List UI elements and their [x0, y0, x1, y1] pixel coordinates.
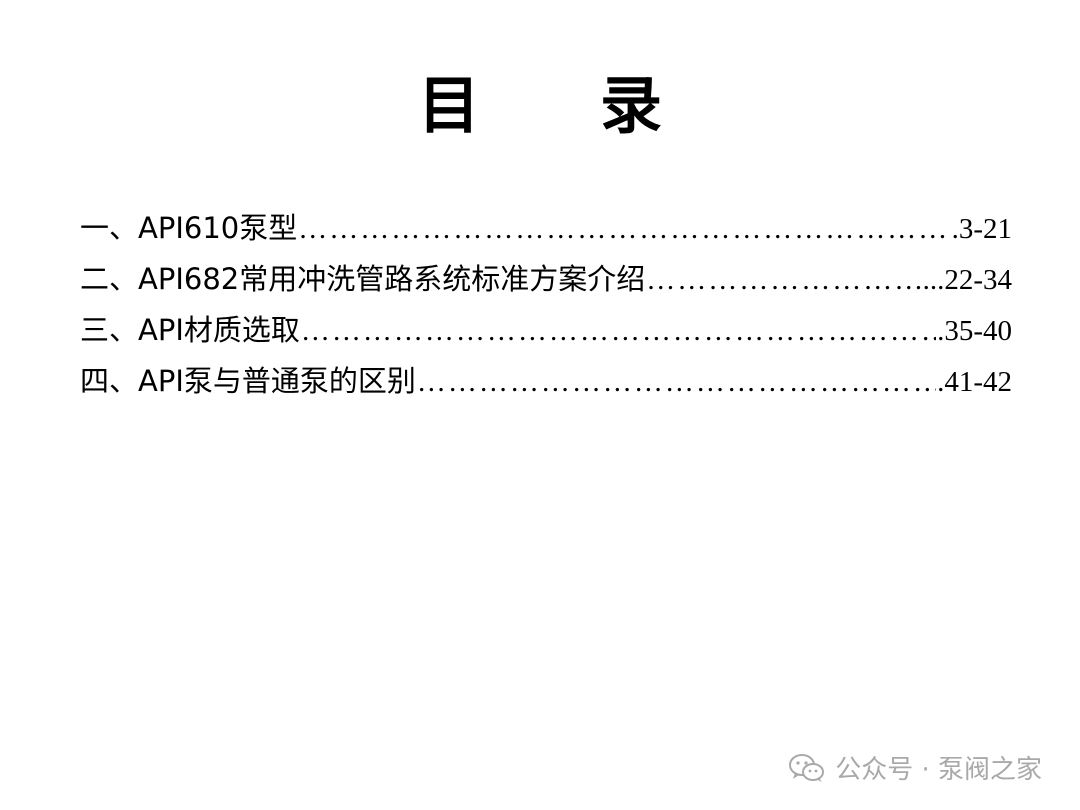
- watermark: 公众号 · 泵阀之家: [789, 749, 1042, 786]
- toc-entry-label: 三、API材质选取: [80, 313, 300, 347]
- toc-entry[interactable]: 一、API610泵型 .3-21: [80, 204, 1012, 255]
- title-char-1: 目: [417, 69, 480, 142]
- toc-entry[interactable]: 四、API泵与普通泵的区别 .41-42: [80, 357, 1012, 408]
- toc-leader-dots: [301, 307, 936, 355]
- table-of-contents: 一、API610泵型 .3-21 二、API682常用冲洗管路系统标准方案介绍 …: [80, 204, 1012, 408]
- toc-entry-pages: ...22-34: [922, 264, 1012, 296]
- toc-entry-label: 一、API610泵型: [80, 211, 298, 245]
- toc-entry-pages: .35-40: [937, 315, 1012, 347]
- toc-leader-dots: [298, 205, 950, 253]
- wechat-icon: [789, 753, 825, 782]
- toc-entry[interactable]: 二、API682常用冲洗管路系统标准方案介绍 ...22-34: [80, 255, 1012, 306]
- toc-leader-dots: [417, 358, 936, 406]
- toc-entry-pages: .41-42: [937, 366, 1012, 398]
- toc-entry[interactable]: 三、API材质选取 .35-40: [80, 306, 1012, 357]
- toc-entry-label: 四、API泵与普通泵的区别: [80, 364, 416, 398]
- watermark-text: 公众号 · 泵阀之家: [835, 755, 1042, 785]
- title-char-2: 录: [600, 69, 663, 142]
- toc-entry-pages: .3-21: [951, 213, 1012, 245]
- toc-entry-label: 二、API682常用冲洗管路系统标准方案介绍: [80, 262, 646, 296]
- toc-leader-dots: [646, 256, 921, 304]
- page-title: 目录: [0, 66, 1080, 146]
